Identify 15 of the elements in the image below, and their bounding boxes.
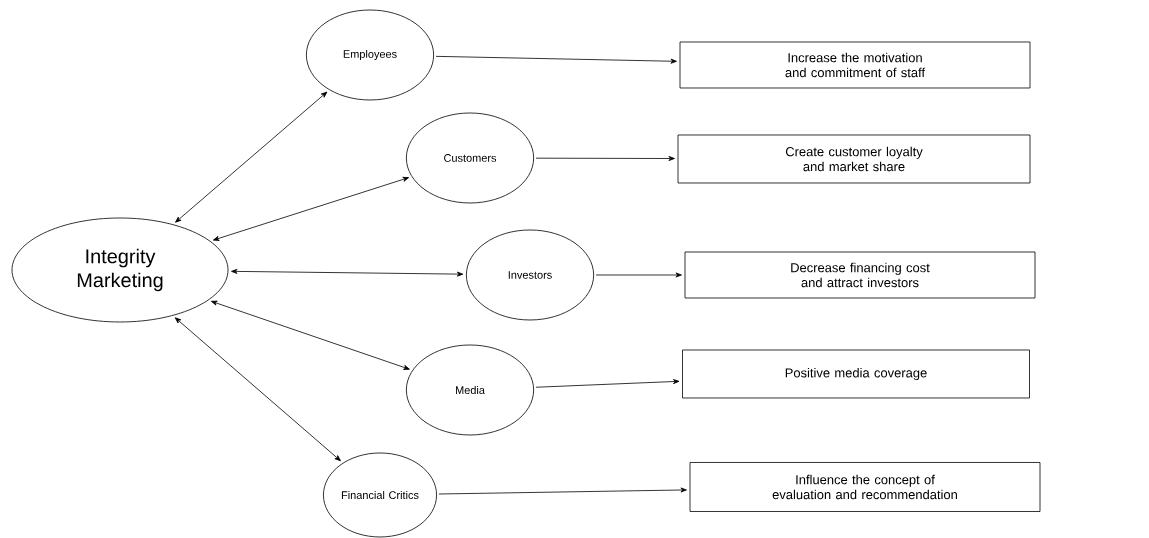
arrow: [211, 300, 410, 370]
outcome-box: Positive media coverage: [682, 349, 1030, 399]
outcome-box: Influence the concept of evaluation and recommendation: [689, 462, 1041, 512]
arrow: [174, 317, 341, 462]
outcome-box: Decrease financing cost and attract investors: [684, 251, 1036, 299]
arrow: [438, 487, 687, 495]
arrow: [535, 379, 680, 388]
arrow: [212, 176, 410, 241]
arrow: [535, 156, 675, 161]
outcome-box: Increase the motivation and commitment of staff: [679, 41, 1031, 89]
arrow: [231, 268, 464, 277]
arrow: [435, 55, 677, 64]
arrow: [175, 91, 328, 223]
arrow: [595, 272, 682, 278]
outcome-box: Create customer loyalty and market share: [677, 134, 1031, 184]
